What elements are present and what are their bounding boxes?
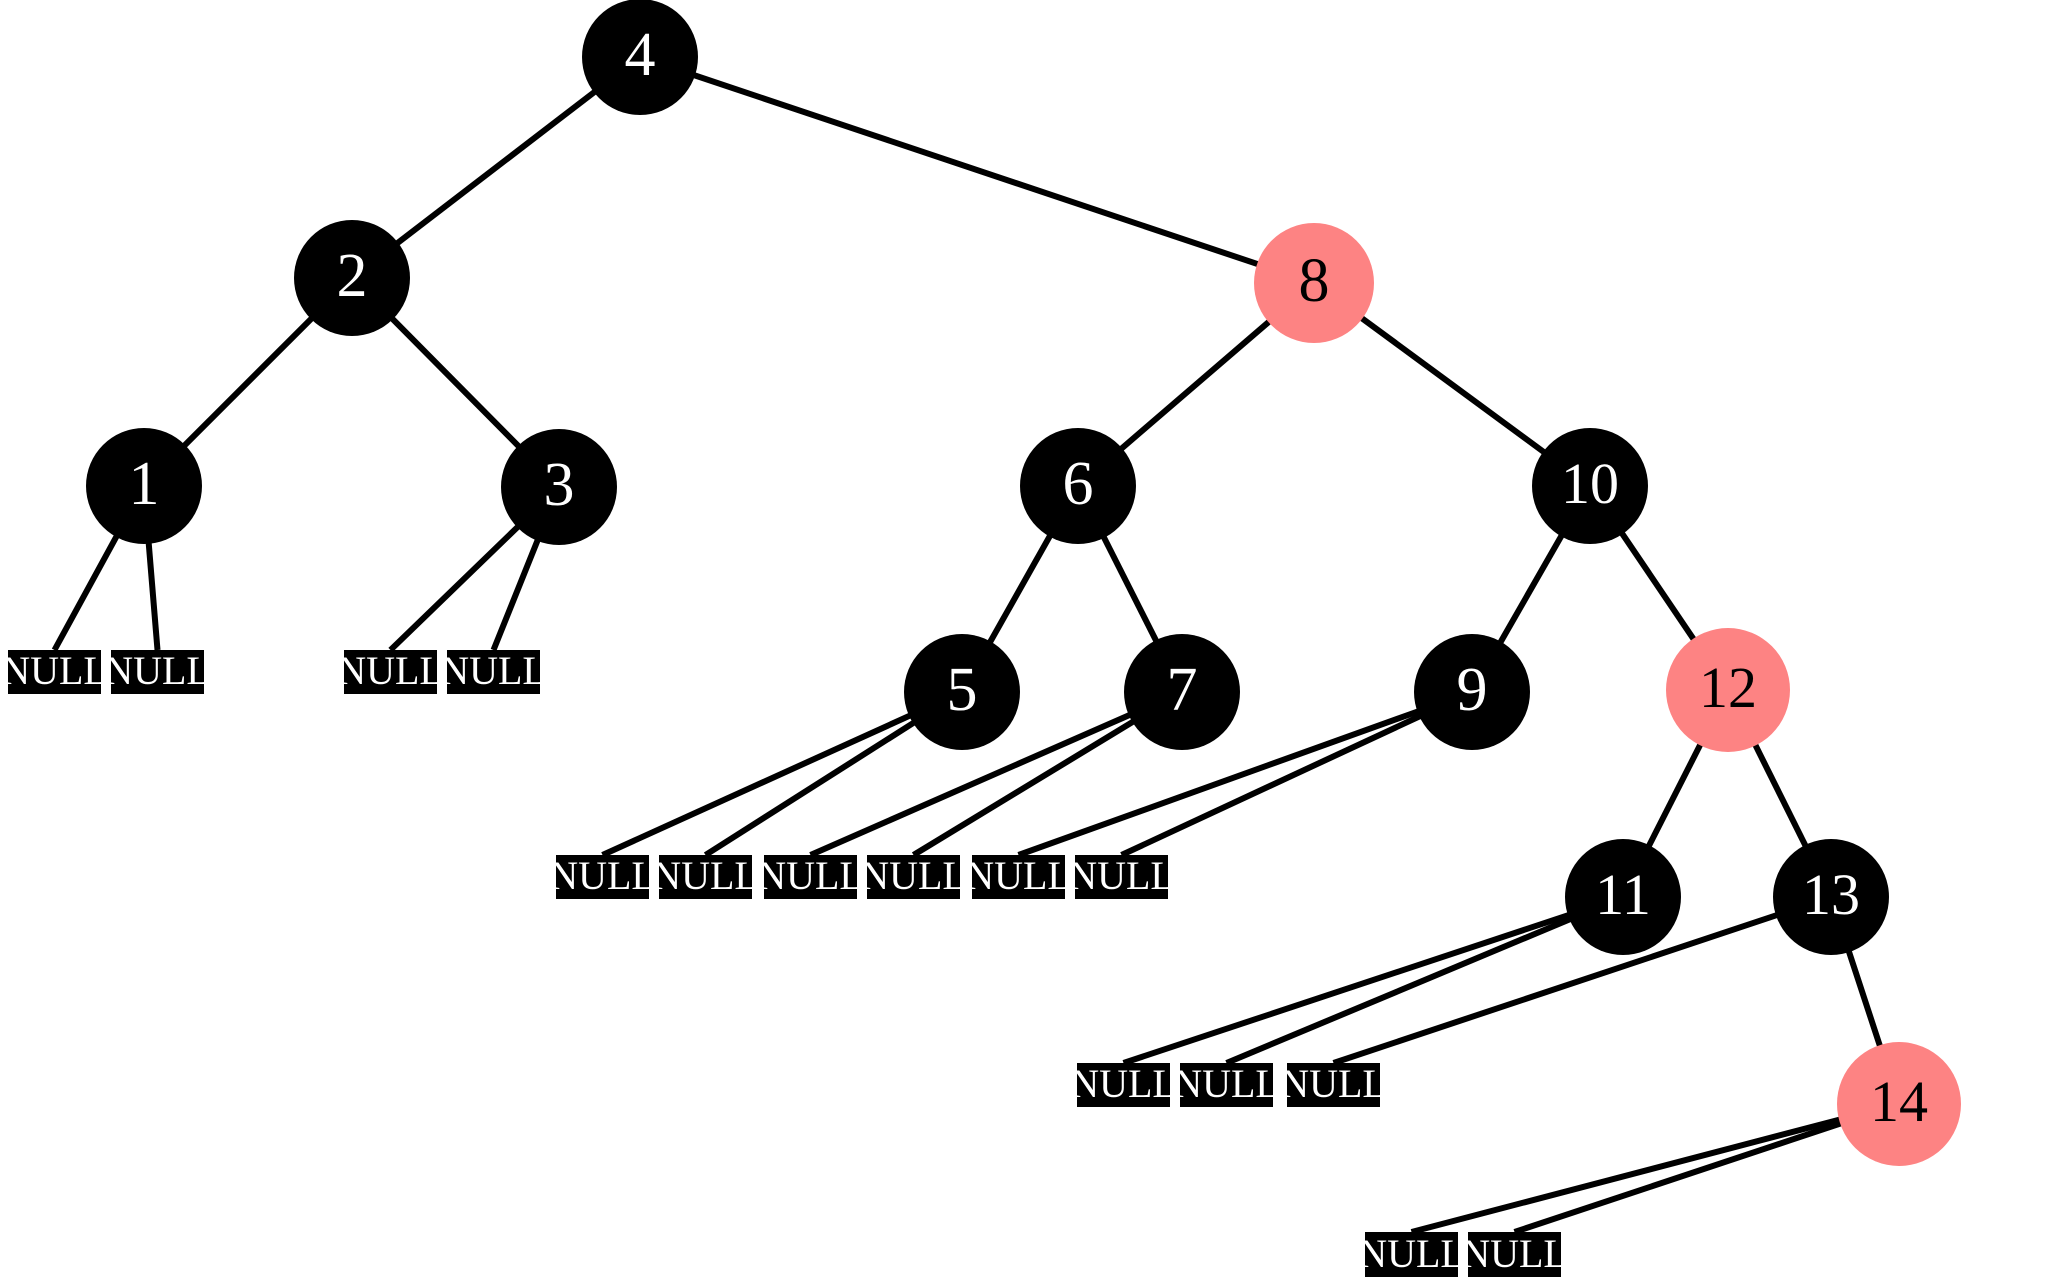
tree-null-label: NULL xyxy=(337,648,444,693)
tree-null-label: NULL xyxy=(860,853,967,898)
tree-edge xyxy=(177,311,319,453)
tree-null-edge xyxy=(601,710,917,858)
tree-node-14[interactable]: 14 xyxy=(1837,1042,1961,1166)
tree-node-label: 6 xyxy=(1062,450,1094,518)
tree-node-label: 11 xyxy=(1595,862,1651,927)
tree-null-leaf: NULL xyxy=(549,855,656,899)
tree-null-leaf: NULL xyxy=(104,650,211,694)
tree-edge xyxy=(1494,528,1568,650)
tree-edge xyxy=(385,312,526,453)
tree-null-label: NULL xyxy=(1070,1061,1177,1106)
tree-node-5[interactable]: 5 xyxy=(904,634,1020,750)
tree-node-7[interactable]: 7 xyxy=(1124,634,1240,750)
tree-null-leaf: NULL xyxy=(965,855,1072,899)
tree-edge xyxy=(1643,737,1706,853)
tree-edge xyxy=(687,70,1265,270)
tree-node-label: 7 xyxy=(1166,656,1198,724)
tree-null-edge xyxy=(388,520,525,653)
tree-node-9[interactable]: 9 xyxy=(1414,634,1530,750)
tree-null-label: NULL xyxy=(1068,853,1175,898)
tree-null-label: NULL xyxy=(1173,1061,1280,1106)
tree-null-leaf: NULL xyxy=(652,855,759,899)
tree-node-label: 5 xyxy=(946,656,978,724)
tree-node-12[interactable]: 12 xyxy=(1666,628,1790,752)
tree-node-label: 4 xyxy=(624,21,656,89)
tree-null-leaf: NULL xyxy=(1461,1232,1568,1277)
tree-null-label: NULL xyxy=(965,853,1072,898)
tree-node-label: 10 xyxy=(1561,451,1619,516)
tree-node-label: 8 xyxy=(1298,247,1330,315)
tree-node-label: 3 xyxy=(543,451,575,519)
tree-node-6[interactable]: 6 xyxy=(1020,428,1136,544)
tree-edge xyxy=(390,85,602,250)
tree-null-label: NULL xyxy=(1461,1230,1568,1276)
tree-edge xyxy=(1354,311,1551,459)
tree-node-label: 13 xyxy=(1802,862,1860,927)
tree-node-label: 2 xyxy=(336,242,368,310)
tree-null-label: NULL xyxy=(440,648,547,693)
tree-null-leaf: NULL xyxy=(1,650,108,694)
tree-null-edge xyxy=(145,536,161,651)
tree-null-edge xyxy=(490,533,543,652)
tree-null-edge xyxy=(1513,1118,1849,1235)
tree-null-edge xyxy=(1225,913,1578,1066)
tree-null-label: NULL xyxy=(757,853,864,898)
tree-null-edge xyxy=(1332,910,1784,1066)
tree-edge xyxy=(1616,526,1700,647)
tree-null-leaf: NULL xyxy=(1173,1063,1280,1107)
tree-null-label: NULL xyxy=(652,853,759,898)
tree-null-edge xyxy=(1410,1114,1847,1235)
tree-null-edge xyxy=(1122,910,1576,1066)
tree-node-label: 1 xyxy=(128,450,160,518)
tree-edge xyxy=(1844,944,1885,1054)
tree-node-2[interactable]: 2 xyxy=(294,220,410,336)
tree-node-label: 9 xyxy=(1456,656,1488,724)
tree-null-edge xyxy=(51,529,123,652)
tree-node-13[interactable]: 13 xyxy=(1773,839,1889,955)
tree-null-leaf: NULL xyxy=(1358,1232,1465,1277)
tree-node-label: 14 xyxy=(1870,1069,1928,1134)
tree-null-leaf: NULL xyxy=(860,855,967,899)
tree-edge xyxy=(984,529,1056,649)
tree-null-label: NULL xyxy=(104,648,211,693)
tree-null-leaf: NULL xyxy=(1070,1063,1177,1107)
tree-null-leaf: NULL xyxy=(1068,855,1175,899)
tree-node-4[interactable]: 4 xyxy=(582,0,698,115)
tree-null-leaf: NULL xyxy=(337,650,444,694)
tree-node-3[interactable]: 3 xyxy=(501,429,617,545)
tree-null-label: NULL xyxy=(549,853,656,898)
tree-edge xyxy=(1098,530,1162,648)
tree-null-label: NULL xyxy=(1358,1230,1465,1276)
tree-null-leaf: NULL xyxy=(757,855,864,899)
tree-node-label: 12 xyxy=(1699,655,1757,720)
tree-node-8[interactable]: 8 xyxy=(1254,223,1374,343)
tree-node-1[interactable]: 1 xyxy=(86,428,202,544)
tree-null-leaf: NULL xyxy=(1280,1063,1387,1107)
tree-null-label: NULL xyxy=(1,648,108,693)
tree-null-label: NULL xyxy=(1280,1061,1387,1106)
tree-null-edge xyxy=(703,716,921,858)
tree-edge xyxy=(1114,315,1276,455)
tree-node-11[interactable]: 11 xyxy=(1565,839,1681,955)
tree-null-leaf: NULL xyxy=(440,650,547,694)
tree-node-10[interactable]: 10 xyxy=(1532,428,1648,544)
tree-edge xyxy=(1749,737,1811,853)
